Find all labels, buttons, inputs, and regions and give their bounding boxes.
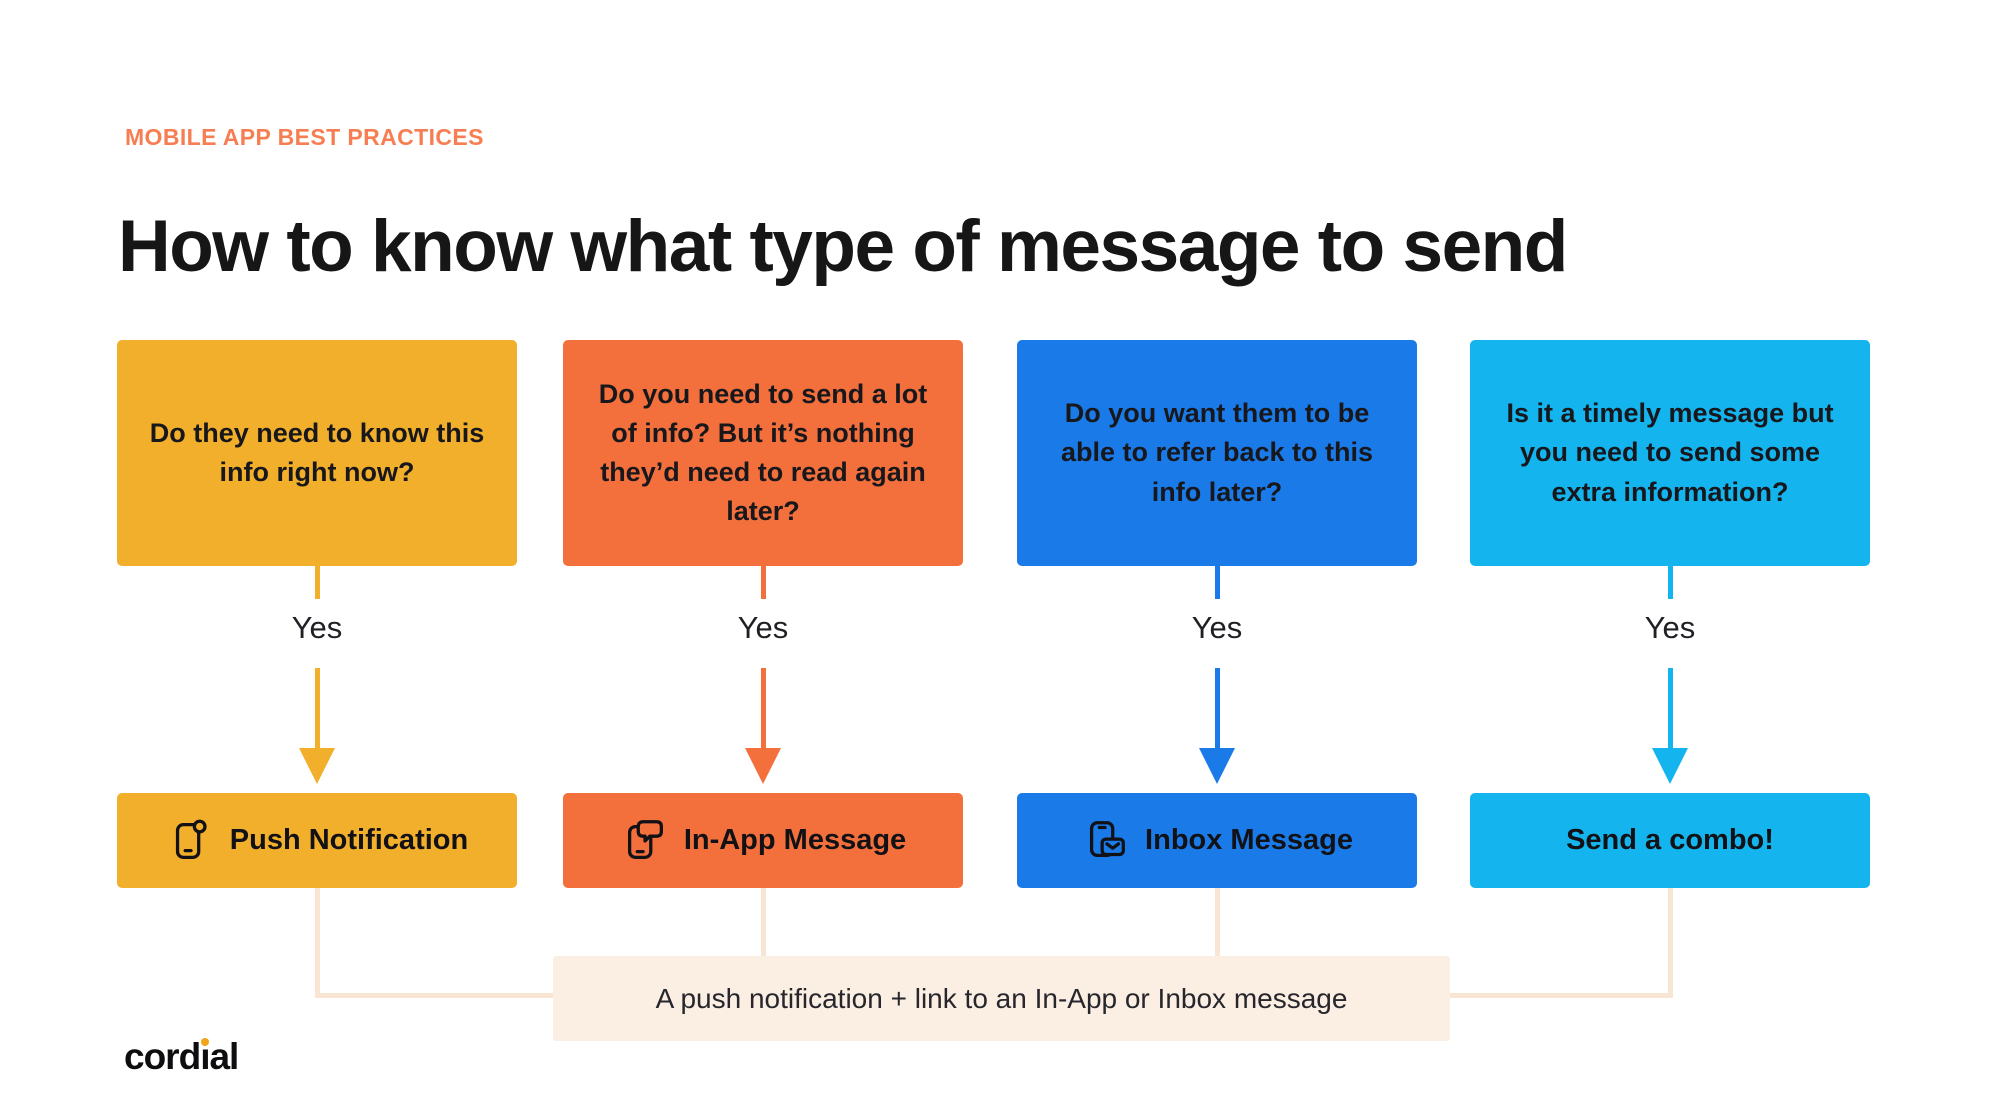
bottom-connector-vertical-inbox (1214, 888, 1220, 958)
question-box-push: Do they need to know this info right now… (117, 340, 517, 566)
phone-chat-icon (627, 819, 663, 859)
result-label: Push Notification (229, 824, 469, 856)
result-box-push: Push Notification (117, 793, 517, 888)
down-arrow-head (1652, 748, 1688, 784)
bottom-connector-vertical-inapp (760, 888, 766, 958)
eyebrow-label: MOBILE APP BEST PRACTICES (125, 124, 484, 150)
phone-notification-icon (175, 819, 207, 859)
down-arrow-line (1667, 668, 1673, 748)
bottom-connector-vertical-push (314, 888, 320, 998)
result-label: Inbox Message (1145, 824, 1353, 856)
result-box-inbox: Inbox Message (1017, 793, 1417, 888)
yes-label: Yes (291, 610, 343, 645)
question-box-inapp: Do you need to send a lot of info? But i… (563, 340, 963, 566)
result-label: Send a combo! (1566, 824, 1774, 856)
yes-label: Yes (737, 610, 789, 645)
bottom-connector-horizontal-right (1450, 993, 1672, 998)
logo-i-dot (201, 1038, 210, 1046)
connector-stub (1214, 566, 1220, 599)
question-box-combo: Is it a timely message but you need to s… (1470, 340, 1870, 566)
down-arrow-line (1214, 668, 1220, 748)
result-label: In-App Message (683, 824, 907, 856)
bottom-connector-horizontal-left (314, 993, 556, 998)
yes-label: Yes (1191, 610, 1243, 645)
result-box-inapp: In-App Message (563, 793, 963, 888)
yes-label: Yes (1644, 610, 1696, 645)
question-text: Do you want them to be able to refer bac… (1060, 398, 1374, 507)
connector-stub (1667, 566, 1673, 599)
connector-stub (760, 566, 766, 599)
connector-stub (314, 566, 320, 599)
flow-column-inbox: Do you want them to be able to refer bac… (1017, 0, 1417, 1120)
question-text: Do you need to send a lot of info? But i… (598, 378, 928, 527)
logo-text-pre: cord (124, 1036, 201, 1077)
flow-column-combo: Is it a timely message but you need to s… (1470, 0, 1870, 1120)
logo-letter-i: ı (200, 1036, 210, 1077)
bottom-connector-vertical-combo (1667, 888, 1673, 998)
page-title: How to know what type of message to send (118, 205, 1568, 287)
down-arrow-line (760, 668, 766, 748)
combo-note-text: A push notification + link to an In-App … (655, 982, 1348, 1014)
combo-note-box: A push notification + link to an In-App … (553, 956, 1450, 1041)
question-box-inbox: Do you want them to be able to refer bac… (1017, 340, 1417, 566)
result-box-combo: Send a combo! (1470, 793, 1870, 888)
question-text: Is it a timely message but you need to s… (1506, 398, 1834, 507)
down-arrow-head (1199, 748, 1235, 784)
flow-column-inapp: Do you need to send a lot of info? But i… (563, 0, 963, 1120)
down-arrow-line (314, 668, 320, 748)
phone-inbox-icon (1089, 820, 1125, 857)
question-text: Do they need to know this info right now… (149, 417, 485, 487)
down-arrow-head (745, 748, 781, 784)
down-arrow-head (299, 748, 335, 784)
flow-column-push: Do they need to know this info right now… (117, 0, 517, 1120)
logo-text-post: al (209, 1036, 239, 1077)
